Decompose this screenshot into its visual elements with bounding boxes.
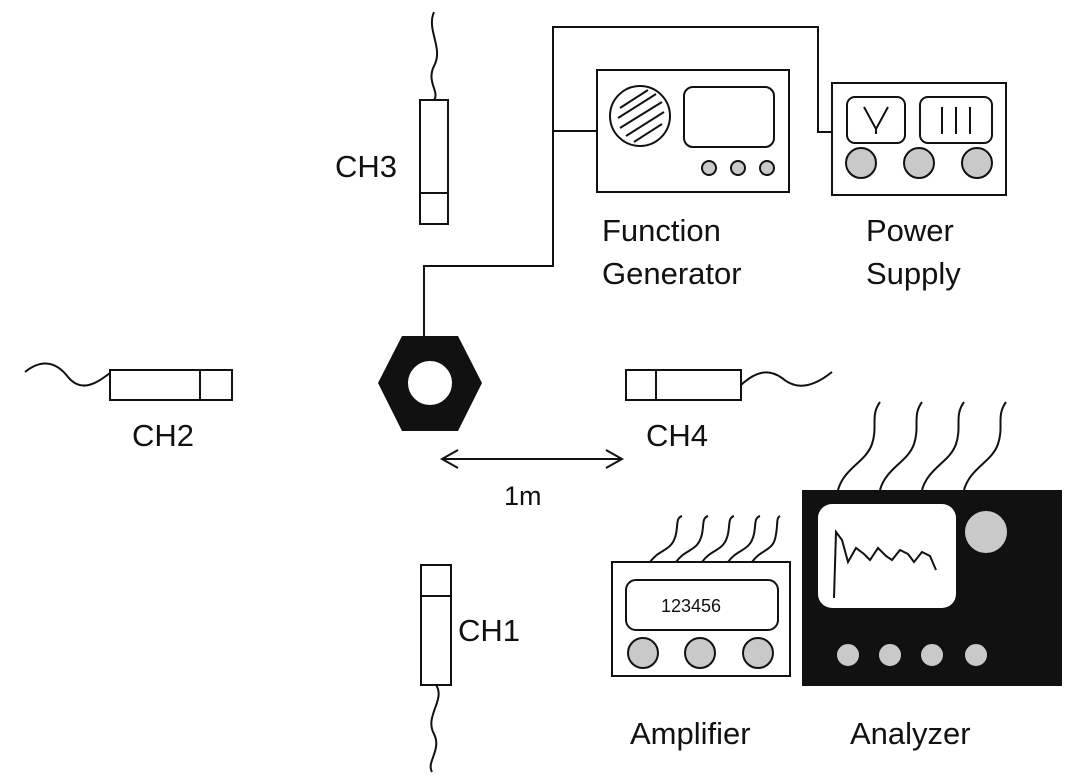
distance-label: 1m (504, 481, 542, 511)
analyzer-label: Analyzer (850, 716, 971, 751)
power-supply-label-line2: Supply (866, 256, 961, 291)
function-generator: Function Generator (596, 69, 790, 291)
amplifier-display (625, 579, 779, 631)
hex-source (378, 336, 482, 431)
amplifier: 123456 Amplifier (611, 515, 791, 751)
ch3-label: CH3 (335, 149, 397, 184)
power-supply: Power Supply (831, 82, 1007, 291)
function-generator-label-line2: Generator (602, 256, 742, 291)
source-cable (423, 26, 832, 338)
sensor-ch3: CH3 (335, 11, 449, 225)
sensor-ch1: CH1 (420, 564, 520, 773)
analyzer: Analyzer (802, 401, 1062, 751)
sensor-ch4: CH4 (625, 369, 833, 453)
ch2-label: CH2 (132, 418, 194, 453)
amplifier-label: Amplifier (630, 716, 751, 751)
distance-arrow: 1m (439, 449, 625, 511)
sensor-ch2: CH2 (24, 362, 233, 453)
ch4-label: CH4 (646, 418, 708, 453)
generator-screen (683, 86, 775, 148)
amplifier-display-value: 123456 (661, 596, 721, 616)
power-meter-left (846, 96, 906, 144)
ch1-label: CH1 (458, 613, 520, 648)
analyzer-waveform (833, 529, 937, 599)
power-supply-label-line1: Power (866, 213, 954, 248)
function-generator-label-line1: Function (602, 213, 721, 248)
